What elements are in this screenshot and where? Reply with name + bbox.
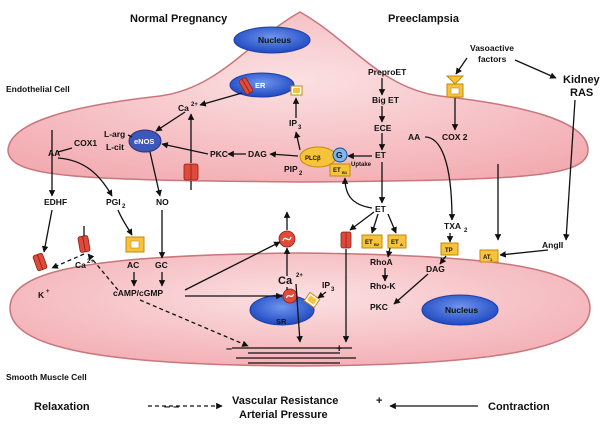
svg-text:2: 2 bbox=[299, 171, 303, 177]
pkc-top-label: PKC bbox=[210, 149, 228, 159]
no-label: NO bbox=[156, 197, 169, 207]
cox1-label: COX1 bbox=[74, 138, 97, 148]
svg-text:B1: B1 bbox=[342, 170, 348, 175]
kidney-label: Kidney bbox=[563, 74, 600, 86]
ca-left-label: Ca bbox=[75, 260, 86, 270]
etb1-receptor bbox=[329, 163, 351, 177]
ac-label: AC bbox=[127, 260, 139, 270]
vascular-resistance-label: Vascular Resistance bbox=[232, 395, 338, 407]
pip2-label: PIP bbox=[284, 164, 298, 174]
svg-text:3: 3 bbox=[331, 287, 335, 293]
svg-text:AT: AT bbox=[483, 255, 491, 261]
big-et-label: Big ET bbox=[372, 95, 400, 105]
nucleus-bottom bbox=[421, 294, 499, 326]
rhok-label: Rho-K bbox=[370, 281, 396, 291]
dag-top-label: DAG bbox=[248, 149, 267, 159]
contraction-label: Contraction bbox=[488, 401, 550, 413]
smooth-muscle-cell-label: Smooth Muscle Cell bbox=[6, 372, 87, 382]
at1-receptor bbox=[479, 249, 499, 263]
pkc-bottom-label: PKC bbox=[370, 302, 388, 312]
eta-receptor bbox=[387, 234, 407, 249]
ip3-top-label: IP bbox=[289, 118, 297, 128]
svg-text:2: 2 bbox=[122, 204, 126, 210]
nucleus-top-label: Nucleus bbox=[258, 35, 291, 45]
ryanodine-receptor-sr bbox=[282, 288, 298, 304]
ca-channel-endo bbox=[183, 163, 199, 181]
aa-left-label: AA bbox=[48, 148, 60, 158]
relaxation-label: Relaxation bbox=[34, 401, 90, 413]
ece-label: ECE bbox=[374, 123, 392, 133]
dag-bottom-label: DAG bbox=[426, 264, 445, 274]
nucleus-top bbox=[233, 26, 311, 54]
larg-label: L-arg bbox=[104, 129, 125, 139]
ca-top-label: Ca bbox=[178, 103, 189, 113]
aa-right-label: AA bbox=[408, 132, 420, 142]
ip3-receptor-er bbox=[290, 85, 303, 96]
endothelial-cell-label: Endothelial Cell bbox=[6, 84, 70, 94]
lcit-label: L-cit bbox=[106, 142, 124, 152]
ip3-receptor-sr bbox=[303, 291, 321, 309]
g-label: G bbox=[336, 150, 343, 160]
nucleus-bottom-label: Nucleus bbox=[445, 305, 478, 315]
cox2-label: COX 2 bbox=[442, 132, 468, 142]
et-main-label: ET bbox=[375, 204, 387, 214]
txa2-label: TXA bbox=[444, 221, 461, 231]
svg-text:B2: B2 bbox=[374, 242, 380, 247]
ca-center-label: Ca bbox=[278, 275, 293, 287]
k-plus-label: K bbox=[38, 290, 45, 300]
ras-label: RAS bbox=[570, 87, 593, 99]
svg-text:3: 3 bbox=[298, 125, 302, 131]
ca-channel-smc-right bbox=[340, 231, 352, 249]
tp-receptor bbox=[440, 242, 459, 256]
vasoactive-label: Vasoactive bbox=[470, 43, 514, 53]
svg-text:2+: 2+ bbox=[191, 102, 198, 108]
contract-plus: + bbox=[376, 395, 382, 407]
ca-channel-smc-left bbox=[77, 235, 91, 253]
svg-text:2+: 2+ bbox=[87, 259, 94, 265]
ca-channel-er bbox=[238, 77, 254, 95]
pgi2-label: PGI bbox=[106, 197, 121, 207]
ac-receptor bbox=[125, 236, 145, 253]
etb2-receptor bbox=[361, 234, 383, 249]
plcb-label: PLCβ bbox=[305, 156, 321, 162]
svg-text:ET: ET bbox=[391, 240, 399, 246]
svg-text:A: A bbox=[400, 242, 403, 247]
sr-label: SR bbox=[276, 317, 287, 326]
enos-enzyme[interactable] bbox=[128, 129, 162, 153]
pathway-arrows bbox=[41, 57, 576, 410]
et-inner-label: ET bbox=[375, 150, 387, 160]
svg-text:ET: ET bbox=[365, 240, 373, 246]
fiber-plus: + bbox=[336, 343, 342, 355]
svg-text:1: 1 bbox=[490, 257, 493, 262]
contractile-fibers bbox=[232, 347, 356, 364]
rhoa-label: RhoA bbox=[370, 257, 393, 267]
vasoactive-receptor bbox=[445, 75, 465, 98]
svg-text:+: + bbox=[46, 289, 50, 295]
header-normal: Normal Pregnancy bbox=[130, 13, 228, 25]
gc-label: GC bbox=[155, 260, 168, 270]
g-protein bbox=[332, 147, 348, 163]
fiber-minus: – bbox=[226, 343, 232, 355]
svg-text:2+: 2+ bbox=[296, 273, 303, 279]
factors-label: factors bbox=[478, 54, 507, 64]
svg-text:TP: TP bbox=[445, 248, 453, 254]
svg-text:ET: ET bbox=[333, 168, 341, 174]
ip3-bottom-label: IP bbox=[322, 280, 330, 290]
er-label: ER bbox=[255, 81, 266, 90]
edhf-label: EDHF bbox=[44, 197, 67, 207]
enos-label: eNOS bbox=[134, 137, 154, 146]
camp-cgmp-label: cAMP/cGMP bbox=[113, 288, 163, 298]
k-channel bbox=[32, 252, 48, 272]
angii-label: AngII bbox=[542, 240, 563, 250]
arterial-pressure-label: Arterial Pressure bbox=[239, 409, 328, 421]
relax-minus: – – bbox=[164, 401, 179, 413]
header-preeclampsia: Preeclampsia bbox=[388, 13, 460, 25]
uptake-label: Uptake bbox=[351, 162, 372, 168]
preproet-label: PreproET bbox=[368, 67, 407, 77]
ryanodine-receptor-top bbox=[278, 230, 296, 248]
svg-text:2: 2 bbox=[464, 228, 468, 234]
